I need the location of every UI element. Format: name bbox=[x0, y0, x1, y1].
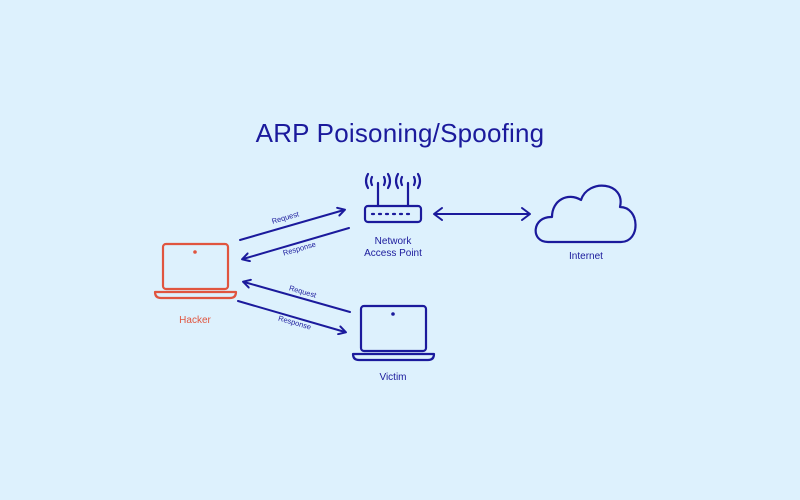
internet-side-arrowhead bbox=[521, 207, 531, 221]
edge-router-to-hacker: Response bbox=[241, 227, 350, 263]
arrow-hacker-to-router bbox=[239, 206, 346, 241]
victim-webcam bbox=[391, 312, 395, 316]
diagram-title: ARP Poisoning/Spoofing bbox=[255, 118, 545, 148]
edge-label-request-2: Request bbox=[288, 283, 318, 300]
edge-label-response-2: Response bbox=[277, 314, 312, 332]
hacker-webcam bbox=[193, 250, 197, 254]
laptop-icon bbox=[351, 304, 436, 362]
router-label-line1: Network bbox=[375, 236, 413, 247]
internet-node: Internet bbox=[534, 184, 637, 262]
router-label-line2: Access Point bbox=[364, 248, 422, 259]
victim-label: Victim bbox=[379, 372, 406, 383]
router-internet-link bbox=[433, 207, 531, 221]
cloud-icon bbox=[534, 184, 637, 244]
arrow-router-to-hacker bbox=[241, 227, 350, 263]
router-node: Network Access Point bbox=[363, 172, 423, 259]
victim-node: Victim bbox=[351, 304, 436, 383]
router-side-arrowhead bbox=[433, 207, 443, 221]
arrow-victim-to-hacker bbox=[242, 278, 351, 313]
arrow-hacker-to-victim bbox=[237, 300, 347, 336]
laptop-icon bbox=[153, 242, 238, 300]
internet-label: Internet bbox=[569, 251, 603, 262]
router-icon bbox=[363, 172, 423, 224]
hacker-node: Hacker bbox=[153, 242, 238, 326]
edge-hacker-to-router: Request bbox=[239, 206, 346, 241]
hacker-label: Hacker bbox=[179, 315, 211, 326]
